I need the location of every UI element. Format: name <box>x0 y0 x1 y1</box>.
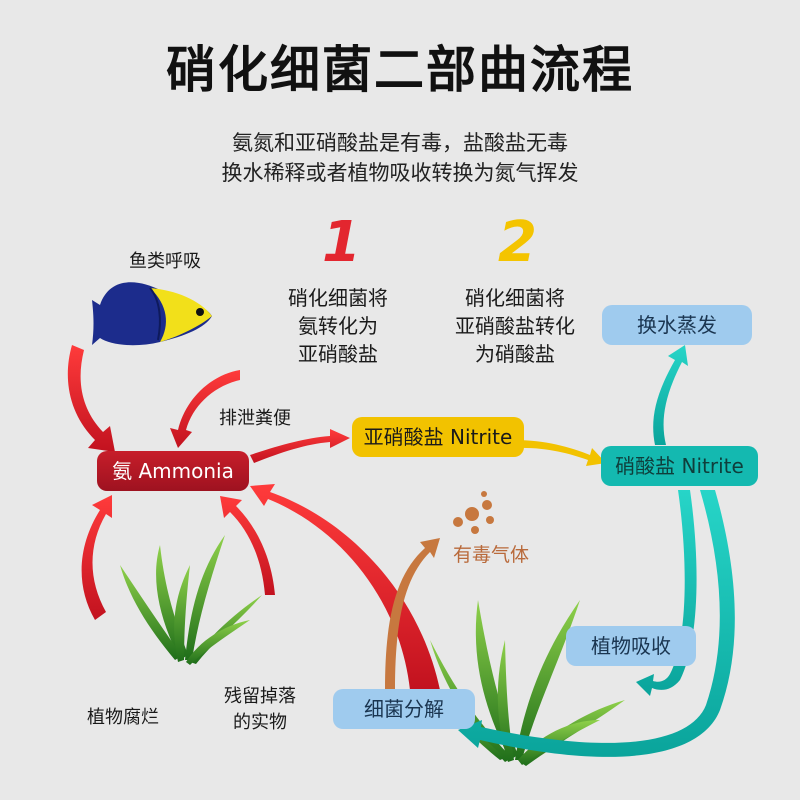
plant-left-icon <box>120 535 262 665</box>
step-2-line-3: 为硝酸盐 <box>475 342 555 366</box>
fish-breath-label: 鱼类呼吸 <box>129 251 201 272</box>
residue-label: 残留掉落 的实物 <box>224 686 296 733</box>
nitrate-node: 硝酸盐 Nitrite <box>601 446 758 486</box>
page-title: 硝化细菌二部曲流程 <box>166 41 634 99</box>
step-1-line-1: 硝化细菌将 <box>288 286 388 310</box>
step-1-line-2: 氨转化为 <box>298 314 378 338</box>
subtitle-line-1: 氨氮和亚硝酸盐是有毒，盐酸盐无毒 <box>232 131 568 155</box>
subtitle-line-2: 换水稀释或者植物吸收转换为氮气挥发 <box>221 161 579 185</box>
excrete-label: 排泄粪便 <box>219 408 291 429</box>
step-2-description: 硝化细菌将 亚硝酸盐转化 为硝酸盐 <box>425 284 605 368</box>
yellow-arrow <box>515 440 606 466</box>
ammonia-node: 氨 Ammonia <box>97 451 249 491</box>
step-2-line-2: 亚硝酸盐转化 <box>455 314 575 338</box>
plant-rot-label: 植物腐烂 <box>87 707 159 728</box>
water-change-node: 换水蒸发 <box>602 305 752 345</box>
step-1-line-3: 亚硝酸盐 <box>298 342 378 366</box>
nitrite-node: 亚硝酸盐 Nitrite <box>352 417 524 457</box>
step-1-description: 硝化细菌将 氨转化为 亚硝酸盐 <box>248 284 428 368</box>
toxic-gas-bubbles-icon <box>453 491 494 534</box>
step-2-number: 2 <box>498 210 537 275</box>
step-2-line-1: 硝化细菌将 <box>465 286 565 310</box>
bacteria-decompose-node: 细菌分解 <box>333 689 475 729</box>
toxic-gas-label: 有毒气体 <box>452 544 529 566</box>
orange-arrow <box>385 538 440 690</box>
step-1-number: 1 <box>322 210 361 275</box>
red-arrows <box>67 345 440 690</box>
fish-icon <box>92 282 212 346</box>
plant-absorb-node: 植物吸收 <box>566 626 696 666</box>
